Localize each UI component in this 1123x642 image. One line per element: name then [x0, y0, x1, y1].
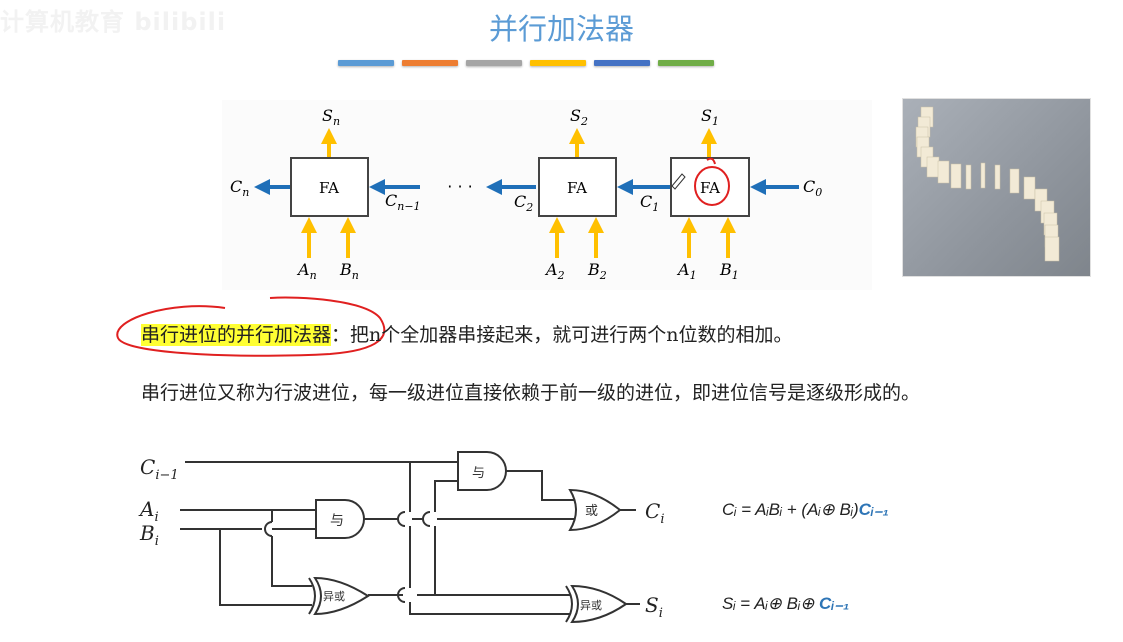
- wire-and2-out: [506, 470, 575, 501]
- or-gate: [568, 488, 622, 532]
- sum-label: Sn: [322, 106, 340, 128]
- wire-hop: [397, 511, 406, 527]
- pen-cursor-icon: [671, 173, 686, 190]
- wire-xor1-to-and2: [434, 480, 458, 595]
- wire-hop: [422, 511, 431, 527]
- and-gate-2: [457, 451, 507, 491]
- title-color-bars: [338, 60, 714, 66]
- fa-label: FA: [700, 179, 720, 197]
- color-bar-5: [594, 60, 650, 66]
- color-bar-2: [402, 60, 458, 66]
- watermark: 计算机教育 bilibili: [0, 8, 227, 36]
- red-annotation-stroke: [706, 157, 716, 165]
- b-label: B1: [719, 260, 739, 282]
- red-annotation-circle: [694, 166, 730, 206]
- sum-label: S2: [570, 106, 588, 128]
- carry-out-label: Cn: [230, 177, 249, 199]
- fa-label: FA: [567, 179, 587, 197]
- wire-hop: [264, 521, 273, 537]
- full-adder-circuit: [180, 451, 640, 624]
- fa-block: [538, 157, 617, 217]
- output-s-label: Si: [645, 593, 663, 621]
- input-a-label: Ai: [138, 497, 159, 525]
- ripple-carry-paragraph: 串行进位又称为行波进位，每一级进位直接依赖于前一级的进位，即进位信号是逐级形成的…: [141, 382, 921, 404]
- colon: ：: [331, 324, 351, 346]
- color-bar-1: [338, 60, 394, 66]
- xor-gate-2-back: [565, 585, 573, 623]
- and-gate-1: [315, 499, 365, 539]
- carry-in-label: Cn−1: [385, 191, 421, 213]
- fa-stage-2: FA S2 A2 B2 C2 C1: [514, 106, 670, 282]
- fa-stage-n: FA Sn An Bn Cn Cn−1: [230, 106, 421, 282]
- input-c-prev-label: Ci−1: [140, 455, 179, 483]
- xor-gate-1-label: 异或: [323, 590, 345, 603]
- fa-label: FA: [319, 179, 339, 197]
- xor-gate-1: [313, 576, 370, 616]
- wire-a-to-xor: [271, 510, 312, 587]
- a-label: An: [296, 260, 317, 282]
- output-c-label: Ci: [645, 499, 664, 527]
- ellipsis: · · ·: [447, 177, 472, 196]
- or-gate-label: 或: [585, 504, 598, 519]
- a-label: A1: [676, 260, 697, 282]
- fa-stage-1: FA S1 A1 B1 C0: [670, 106, 822, 282]
- input-b-label: Bi: [139, 521, 159, 549]
- slide-title: 并行加法器: [488, 12, 634, 46]
- carry-formula: Cᵢ = AᵢBᵢ + (Aᵢ⊕ Bᵢ)Cᵢ₋₁: [722, 500, 889, 520]
- sum-formula: Sᵢ = Aᵢ⊕ Bᵢ⊕ Cᵢ₋₁: [722, 594, 849, 614]
- xor-gate-2: [570, 584, 628, 624]
- b-label: B2: [587, 260, 607, 282]
- color-bar-4: [530, 60, 586, 66]
- domino-photo: [902, 98, 1091, 277]
- and-gate-2-label: 与: [472, 466, 485, 481]
- carry-formula-main: Cᵢ = AᵢBᵢ + (Aᵢ⊕ Bᵢ): [722, 500, 859, 519]
- domino-chain-illustration: [915, 106, 1060, 262]
- color-bar-6: [658, 60, 714, 66]
- highlighted-term: 串行进位的并行加法器: [141, 324, 332, 346]
- carry-formula-cprev: Cᵢ₋₁: [858, 500, 889, 519]
- definition-text: 把n个全加器串接起来，就可进行两个n位数的相加。: [350, 324, 793, 346]
- xor-gate-1-back: [308, 577, 316, 615]
- a-label: A2: [544, 260, 565, 282]
- definition-line: 串行进位的并行加法器：把n个全加器串接起来，就可进行两个n位数的相加。: [141, 320, 793, 347]
- xor-gate-2-label: 异或: [580, 599, 602, 612]
- carry-in-label: C1: [640, 192, 659, 214]
- sum-label: S1: [701, 106, 719, 128]
- red-annotation-ellipse: [116, 296, 386, 357]
- carry-in-label: C0: [803, 177, 822, 199]
- and-gate-1-label: 与: [330, 513, 344, 529]
- sum-formula-cprev: Cᵢ₋₁: [819, 594, 850, 613]
- sum-formula-main: Sᵢ = Aᵢ⊕ Bᵢ⊕: [722, 594, 820, 613]
- wire-b-to-xor: [219, 529, 312, 606]
- color-bar-3: [466, 60, 522, 66]
- b-label: Bn: [339, 260, 359, 282]
- wire-c-down: [409, 462, 570, 615]
- fa-block: [290, 157, 369, 217]
- carry-out-label: C2: [514, 192, 533, 214]
